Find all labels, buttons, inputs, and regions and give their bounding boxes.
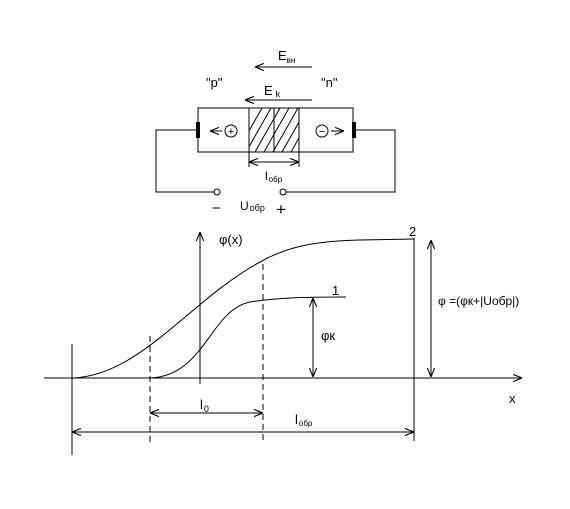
l0-label: l0 (200, 397, 209, 414)
n-region-label: "n" (321, 75, 338, 90)
depletion-width-label: lобр (265, 169, 283, 184)
external-field-label: Eвн (278, 48, 295, 65)
negative-terminal-sign: − (212, 200, 221, 217)
electron-carrier: − (315, 124, 344, 138)
left-wire (155, 129, 214, 193)
positive-terminal-sign: + (276, 200, 286, 219)
y-axis-label: φ(x) (219, 232, 243, 247)
lobr-label: lобр (295, 412, 313, 428)
x-axis-label: x (509, 391, 516, 406)
reverse-voltage-label: Uобр (240, 199, 265, 213)
semiconductor-block (197, 107, 354, 153)
hole-carrier: + (210, 124, 238, 138)
curve-2 (71, 238, 415, 379)
depletion-region (248, 108, 300, 152)
curve-1-label: 1 (332, 283, 339, 298)
plus-sign: + (228, 126, 234, 138)
right-contact (352, 122, 356, 138)
right-wire (286, 129, 396, 193)
positive-terminal (279, 188, 287, 196)
curve-1 (149, 296, 347, 379)
potential-graph: x φ(x) 2 1 φк φ =(φк+|Uобр|) l0 lобр (44, 224, 522, 455)
minus-sign: − (319, 126, 325, 138)
negative-terminal (213, 188, 221, 196)
left-contact (196, 122, 200, 138)
phi-k-label: φк (321, 328, 335, 343)
curve-2-label: 2 (409, 224, 416, 239)
phi-total-label: φ =(φк+|Uобр|) (438, 294, 519, 308)
p-region-label: "р" (206, 75, 223, 90)
